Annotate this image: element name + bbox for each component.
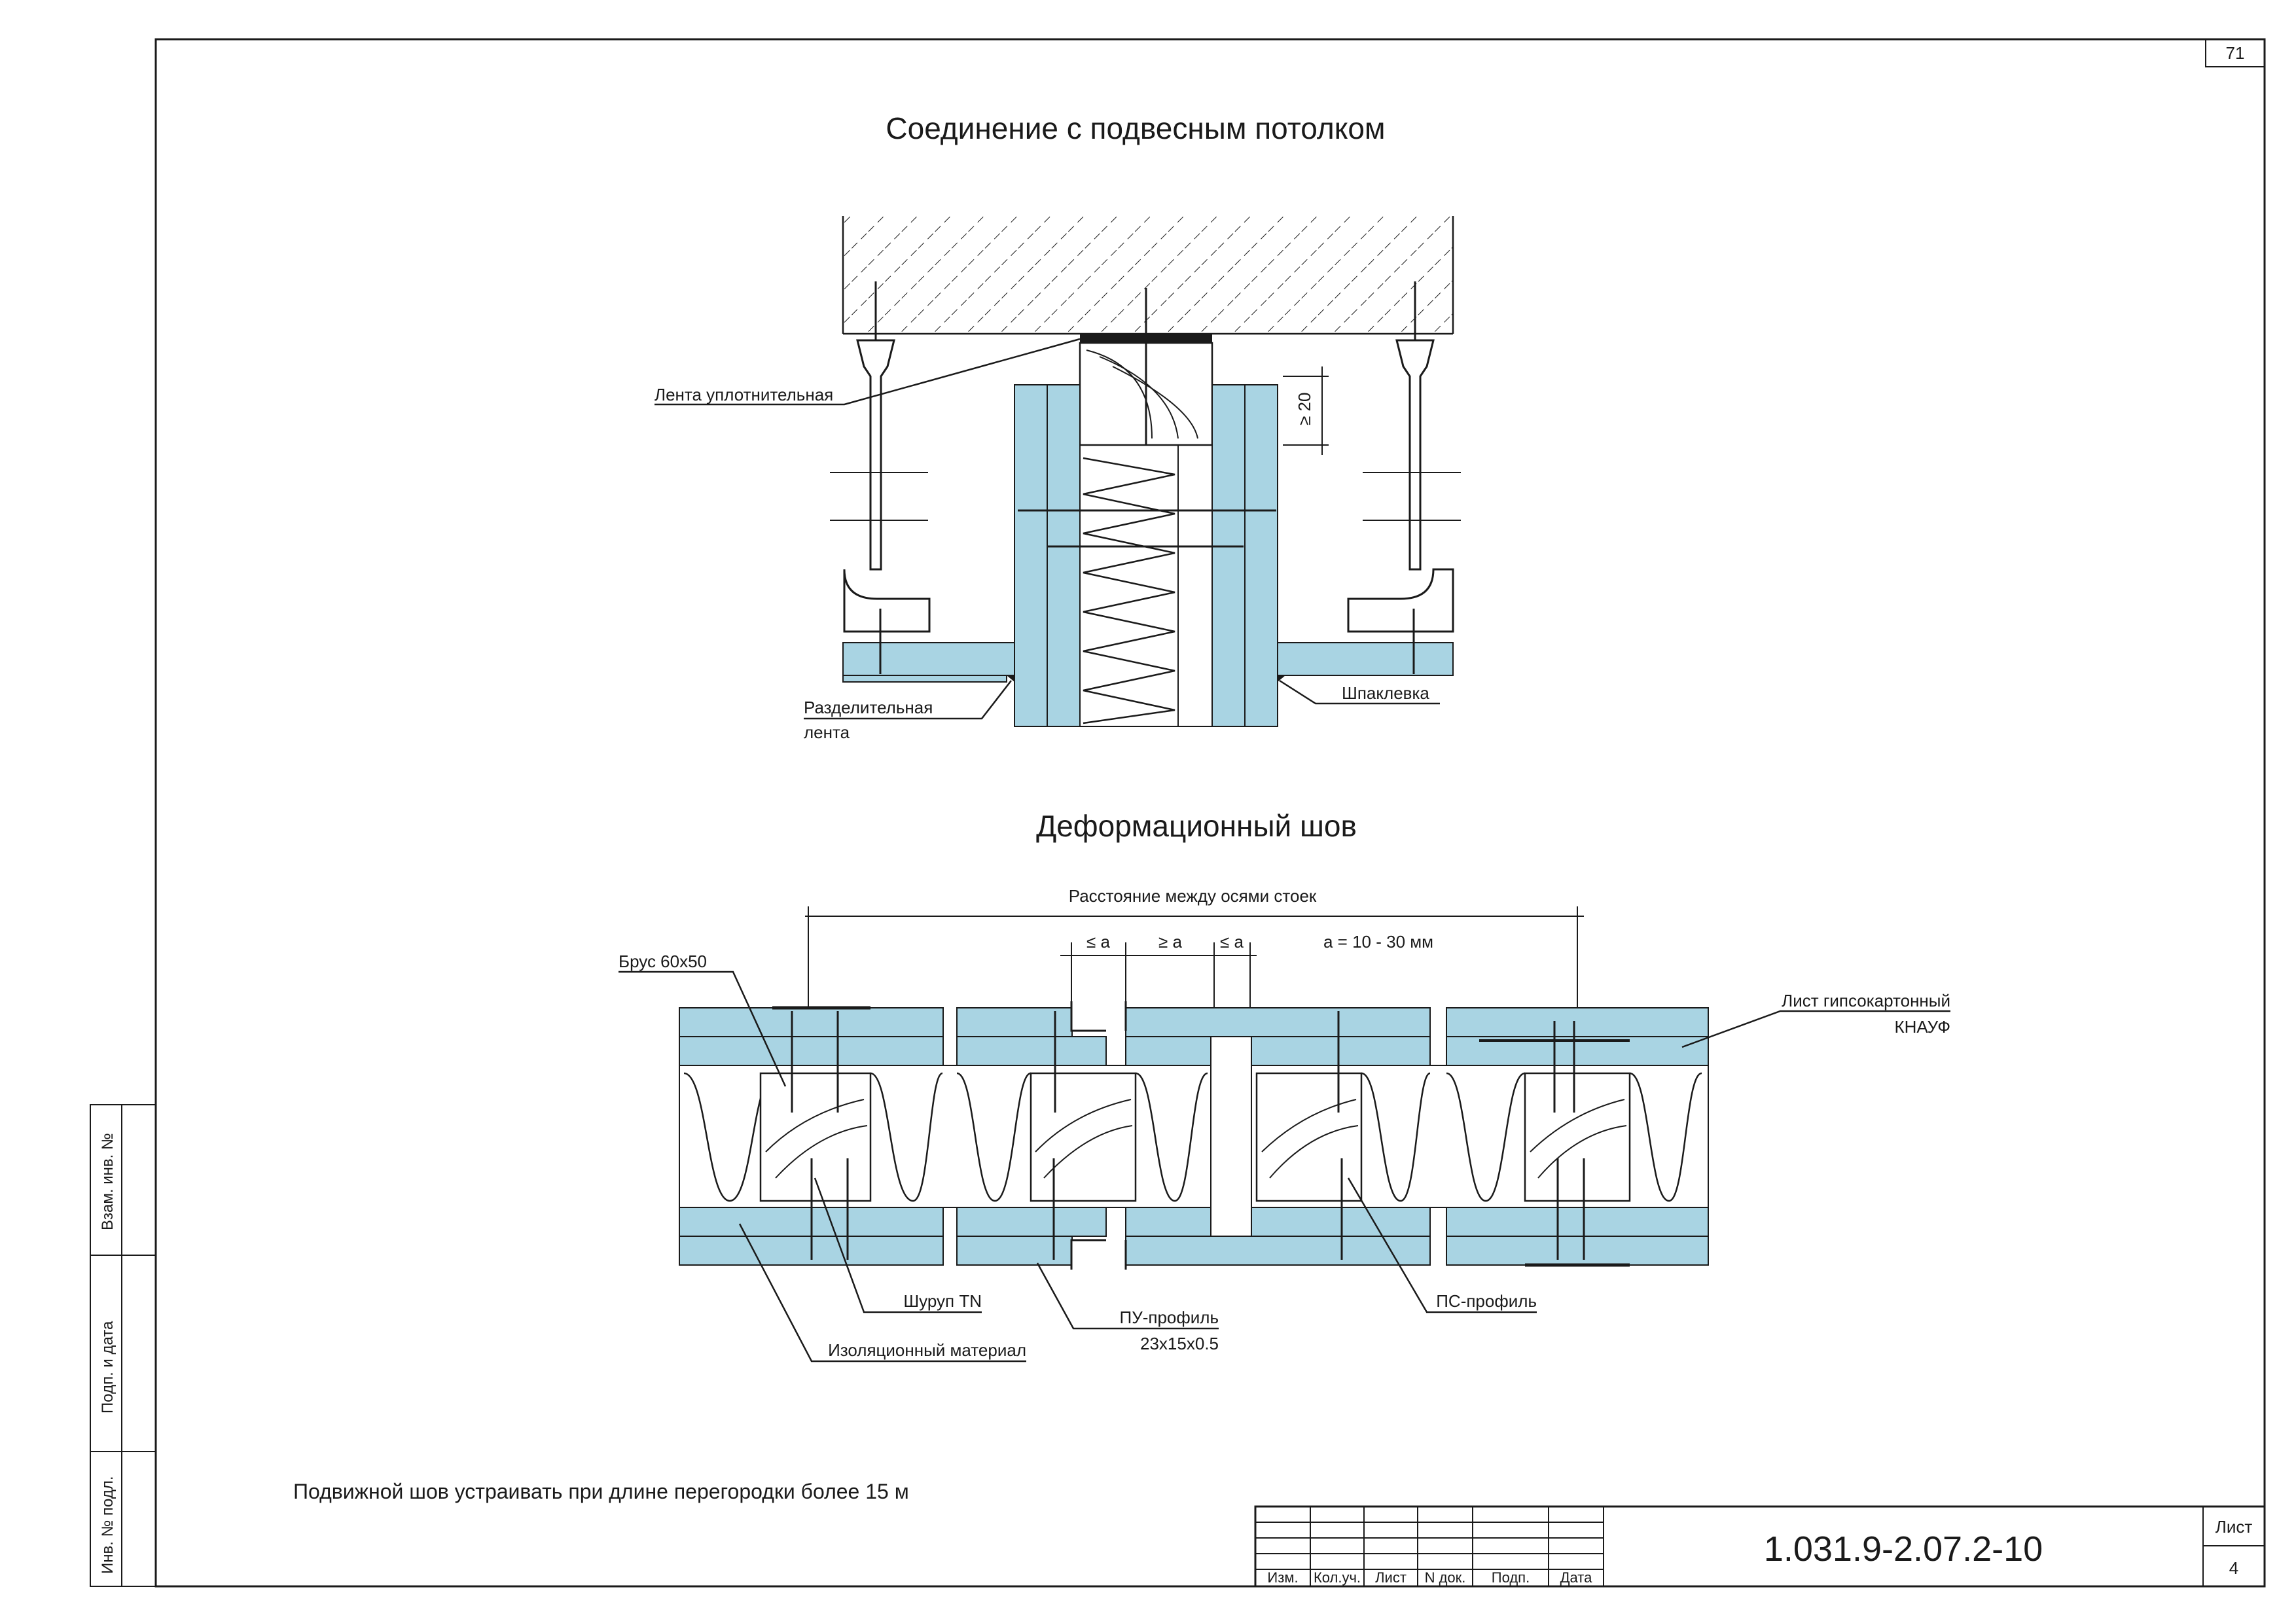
label-insulation: Изоляционный материал [828, 1340, 1026, 1360]
sheet-label: Лист [2215, 1517, 2253, 1537]
section2-title: Деформационный шов [1036, 809, 1357, 843]
dim-less-a-2: ≤ a [1220, 932, 1244, 952]
label-separating-tape-1: Разделительная [804, 698, 933, 717]
note-expansion-joint: Подвижной шов устраивать при длине перег… [293, 1480, 909, 1503]
sheet-number: 4 [2229, 1558, 2238, 1578]
stamp-col-1: Изм. [1267, 1569, 1298, 1586]
label-screw: Шуруп TN [903, 1291, 982, 1311]
section2-leaders [619, 971, 1950, 1363]
label-separating-tape-2: лента [804, 722, 850, 742]
label-sealing-tape: Лента уплотнительная [655, 385, 833, 404]
side-stamp [90, 1104, 156, 1587]
stamp-col-6: Дата [1560, 1569, 1592, 1586]
dim-greater-a: ≥ a [1158, 932, 1182, 952]
document-code: 1.031.9-2.07.2-10 [1764, 1529, 2043, 1569]
dim-less-a-1: ≤ a [1086, 932, 1110, 952]
label-putty: Шпаклевка [1342, 683, 1429, 703]
label-pu-profile-1: ПУ-профиль [1120, 1308, 1219, 1327]
stamp-col-2: Кол.уч. [1314, 1569, 1361, 1586]
title-block [1254, 1505, 2266, 1588]
stamp-col-5: Подп. [1492, 1569, 1530, 1586]
stamp-col-3: Лист [1375, 1569, 1407, 1586]
expansion-joint-drawing [679, 906, 1709, 1270]
stamp-col-4: N док. [1425, 1569, 1466, 1586]
side-stamp-cell-3: Инв. № подл. [99, 1476, 117, 1575]
dim-min-20: ≥ 20 [1295, 393, 1314, 425]
page-number: 71 [2226, 43, 2245, 63]
label-gypsum-board-1: Лист гипсокартонный [1782, 991, 1950, 1010]
label-ps-profile: ПС-профиль [1436, 1291, 1537, 1311]
sheet-frame [154, 38, 2266, 1588]
section1-leaders [655, 338, 1440, 720]
side-stamp-cell-2: Подп. и дата [99, 1321, 117, 1414]
label-a-range: a = 10 - 30 мм [1323, 932, 1433, 952]
ceiling-joint-drawing [830, 216, 1461, 727]
section1-title: Соединение с подвесным потолком [886, 111, 1385, 145]
label-pu-profile-2: 23x15x0.5 [1140, 1334, 1219, 1353]
label-beam: Брус 60x50 [619, 952, 707, 971]
label-gypsum-board-2: КНАУФ [1894, 1017, 1950, 1037]
side-stamp-cell-1: Взам. инв. № [99, 1133, 117, 1230]
label-axis-distance: Расстояние между осями стоек [1069, 886, 1317, 906]
